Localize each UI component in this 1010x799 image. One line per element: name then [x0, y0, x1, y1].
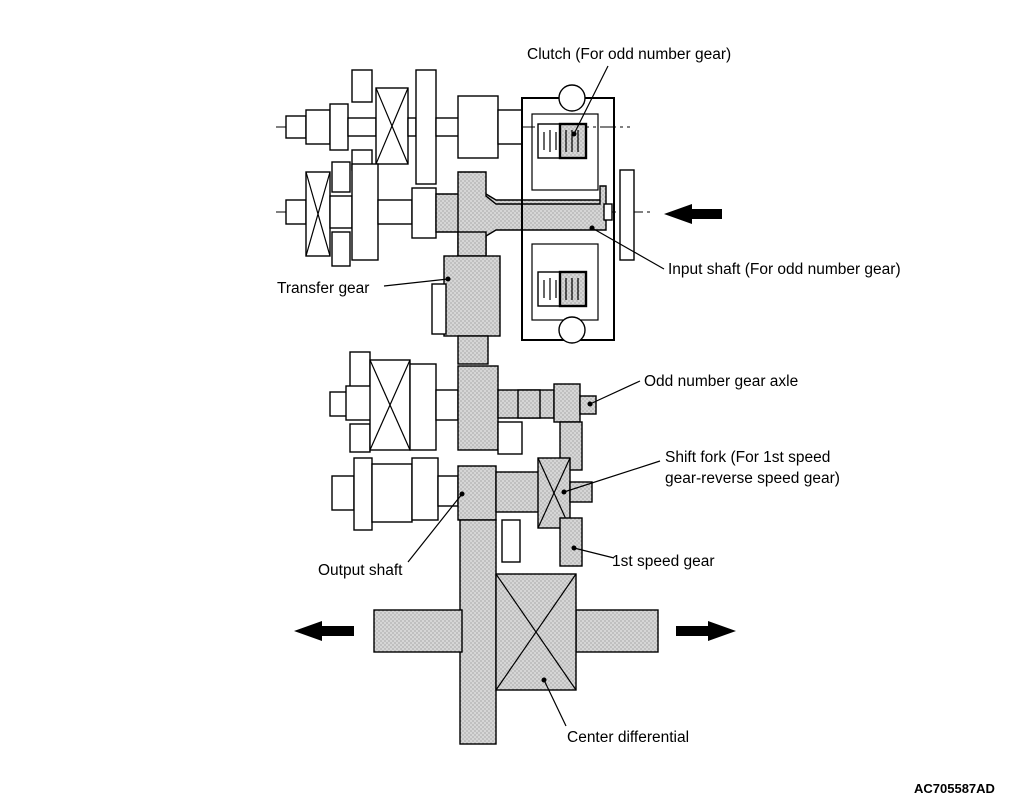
lower-gearbox [329, 351, 597, 567]
output-arrow-right [676, 621, 736, 641]
label-shift-fork-line2: gear-reverse speed gear) [665, 470, 840, 487]
output-arrow-left [294, 621, 354, 641]
label-shift-fork-line1: Shift fork (For 1st speed [665, 449, 830, 466]
transfer-gear [431, 231, 501, 365]
figure-code: AC705587AD [914, 781, 995, 796]
label-transfer-gear: Transfer gear [277, 280, 369, 297]
label-input-shaft: Input shaft (For odd number gear) [668, 261, 901, 278]
label-odd-number-gear-axle: Odd number gear axle [644, 373, 798, 390]
label-clutch: Clutch (For odd number gear) [527, 46, 731, 63]
center-differential [294, 519, 736, 745]
label-1st-speed-gear: 1st speed gear [612, 553, 715, 570]
input-arrow [664, 204, 722, 224]
label-output-shaft: Output shaft [318, 562, 403, 579]
upper-shaft-assembly [276, 69, 722, 344]
leader-lines [383, 65, 665, 727]
clutch-housing [521, 84, 615, 344]
label-center-differential: Center differential [567, 729, 689, 746]
